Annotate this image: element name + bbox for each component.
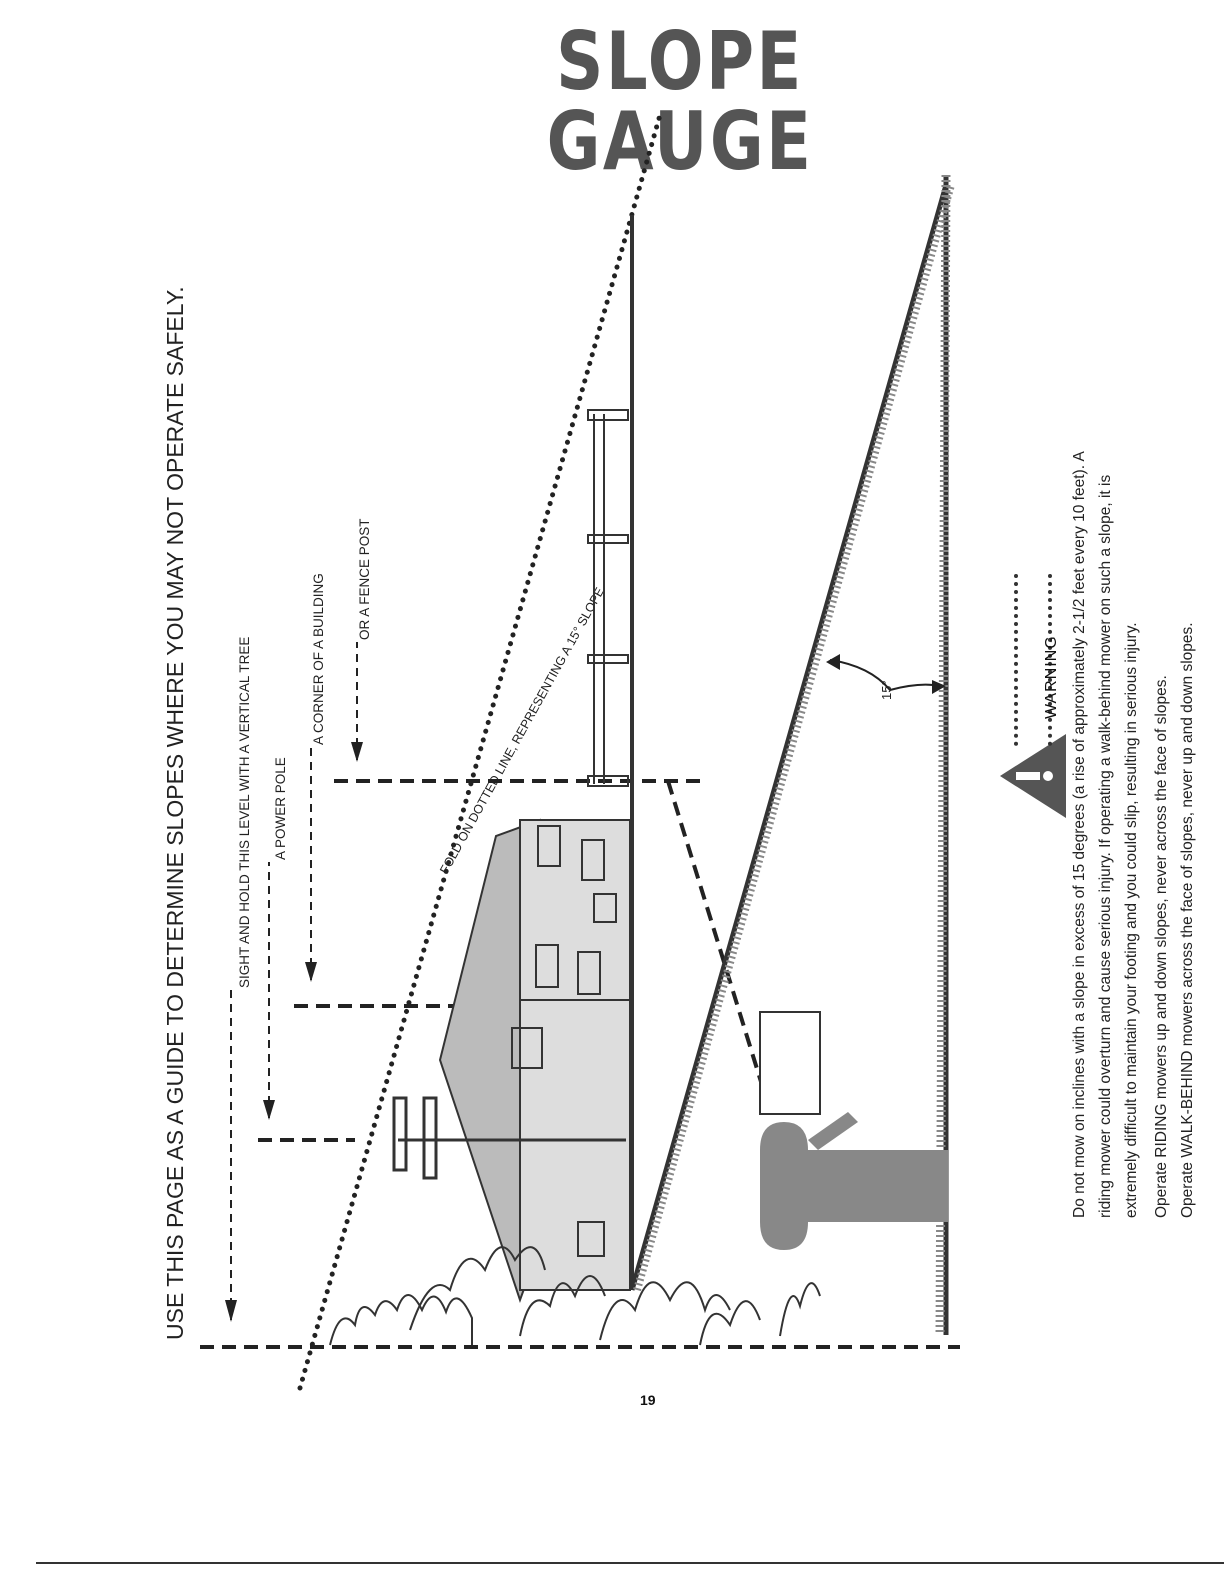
bottom-rule [36, 1562, 1224, 1564]
person-sight-line [666, 780, 764, 1086]
warning-badge-label: WARNING [1043, 635, 1060, 719]
warning-badge [1014, 574, 1052, 746]
warning-paragraph-line-2: riding mower could overturn and cause se… [1097, 474, 1114, 1218]
riding-mower-instruction: Operate RIDING mowers up and down slopes… [1153, 675, 1170, 1218]
power-pole [392, 1096, 626, 1180]
sight-lines [200, 779, 960, 1349]
person-figure [759, 1011, 948, 1250]
angle-indicator [826, 654, 946, 694]
shrubs [329, 1246, 821, 1346]
page-number: 19 [640, 1392, 656, 1408]
house [438, 818, 631, 1304]
arrow-heads [225, 742, 363, 1322]
warning-paragraph-line-3: extremely difficult to maintain your foo… [1123, 622, 1140, 1218]
fold-dotted-line [297, 112, 663, 1391]
warning-triangle-icon [1000, 734, 1066, 818]
level-arrows [230, 642, 358, 1320]
fence [587, 409, 629, 787]
page-title: SLOPE GAUGE [546, 15, 814, 188]
warning-paragraph-line-1: Do not mow on inclines with a slope in e… [1071, 451, 1088, 1218]
ground-lines [629, 174, 955, 1336]
walk-behind-instruction: Operate WALK-BEHIND mowers across the fa… [1179, 622, 1196, 1218]
